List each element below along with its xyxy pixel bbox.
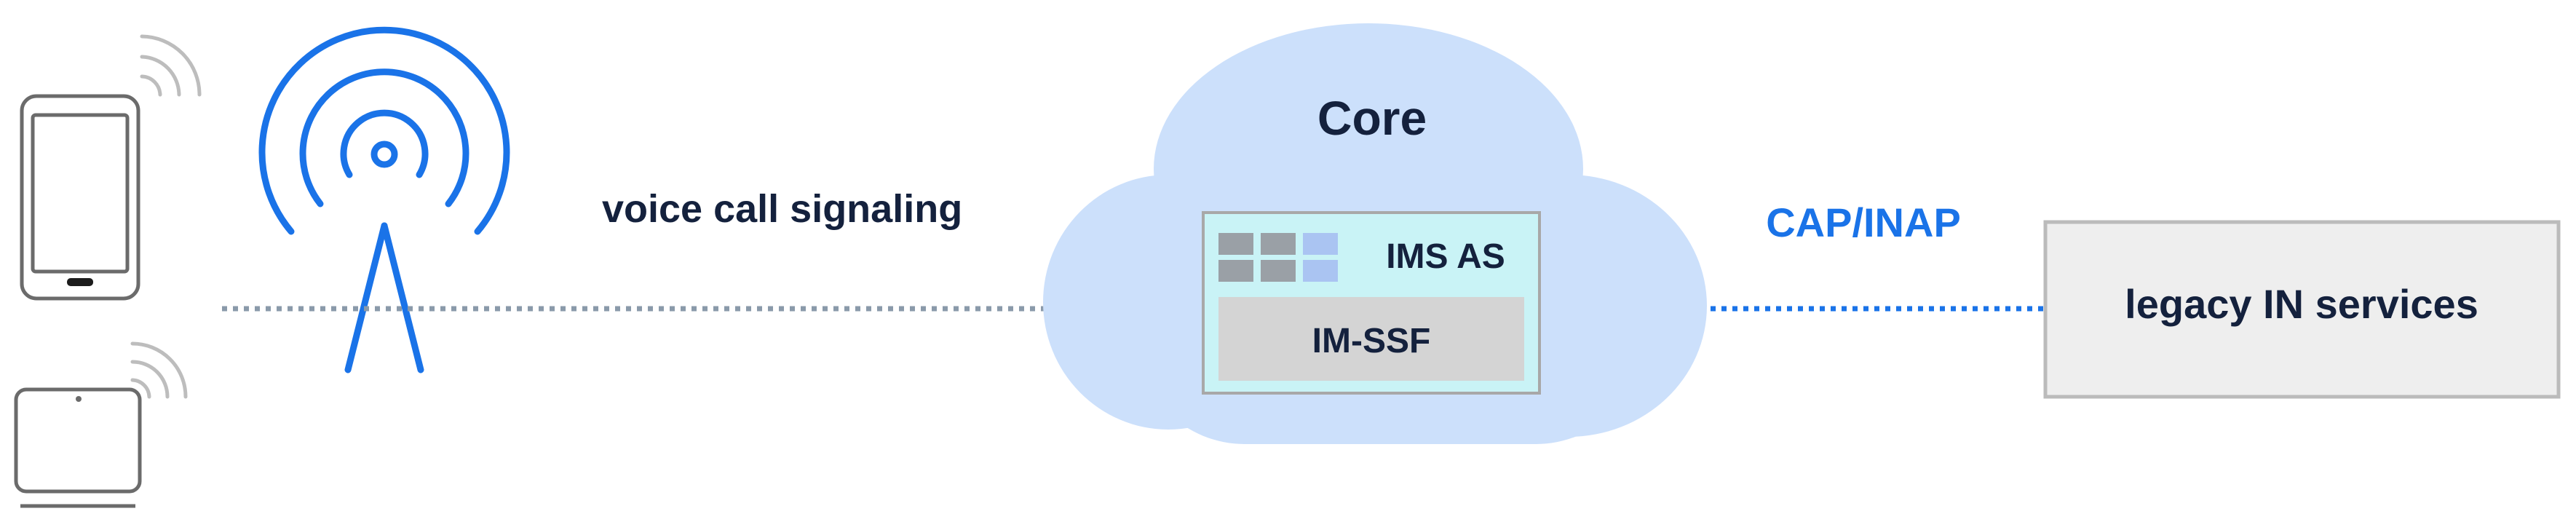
im-ssf-label: IM-SSF [1312,322,1431,360]
core-title: Core [1317,91,1427,145]
ims-as-label: IMS AS [1386,237,1505,276]
phone-signal-waves-icon [140,34,202,97]
app-grid-icon [1218,233,1338,282]
im-ssf-box [1218,297,1524,381]
smartphone-icon [20,94,140,301]
iot-device-icon [14,387,142,508]
legacy-services-label: legacy IN services [2125,281,2478,327]
ims-as-box: IMS AS IM-SSF [1202,211,1541,395]
cap-inap-label: CAP/INAP [1766,199,1961,245]
signaling-label: voice call signaling [602,187,962,231]
iot-signal-waves-icon [130,341,188,399]
radio-tower-icon [258,26,510,373]
legacy-services-box [2043,220,2561,399]
